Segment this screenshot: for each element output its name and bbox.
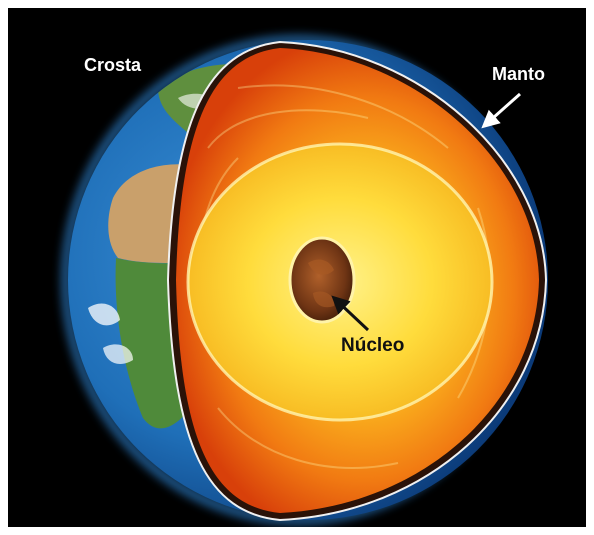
mantle-label: Manto (492, 64, 545, 84)
earth-illustration (62, 36, 548, 524)
core-arrow (331, 295, 370, 332)
crust-label: Crosta (84, 55, 142, 75)
core-label: Núcleo (341, 335, 405, 356)
mantle-arrow (481, 92, 521, 129)
earth-layers-diagram: Crosta Manto Núcleo (8, 8, 586, 527)
